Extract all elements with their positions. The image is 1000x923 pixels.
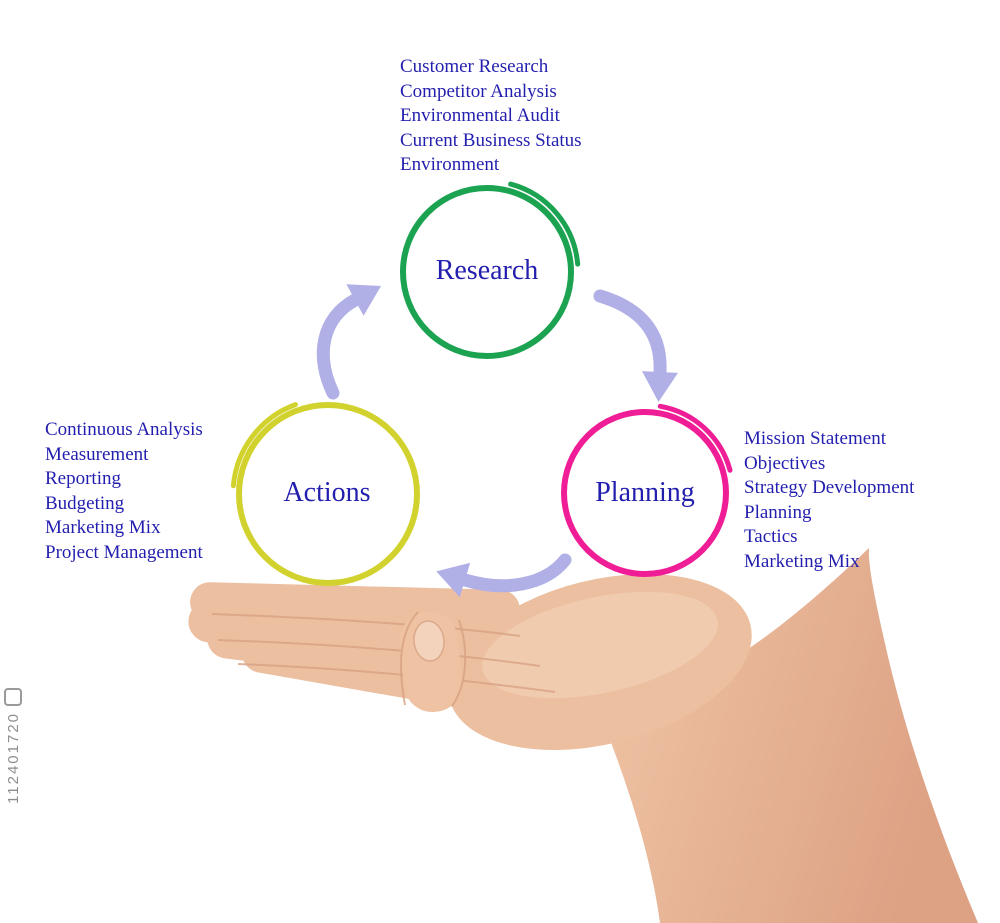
finger-crease xyxy=(237,663,556,693)
arrow-research-to-planning xyxy=(593,289,667,379)
research-circle xyxy=(400,185,574,359)
arrow-actions-to-research xyxy=(316,293,362,400)
arrow-planning-to-actions xyxy=(458,553,572,593)
planning-circle xyxy=(561,409,729,577)
actions-circle-flourish xyxy=(230,402,298,489)
thumbnail xyxy=(413,620,445,662)
arrowhead-left-icon xyxy=(436,562,471,598)
hand-forearm xyxy=(595,548,978,923)
arrowhead-up-icon xyxy=(346,284,381,316)
arrowhead-down-icon xyxy=(642,371,678,402)
finger-crease xyxy=(217,639,541,667)
thumb-outline xyxy=(400,611,419,706)
research-circle-flourish xyxy=(508,181,581,267)
hand-highlight xyxy=(482,591,718,699)
hand-photo xyxy=(188,548,978,923)
cycle-arrows xyxy=(316,284,678,598)
thumb-outline xyxy=(451,619,467,707)
finger-crease xyxy=(211,613,521,637)
actions-circle xyxy=(236,402,420,586)
planning-circle-flourish xyxy=(657,403,733,473)
node-circles xyxy=(230,181,733,586)
